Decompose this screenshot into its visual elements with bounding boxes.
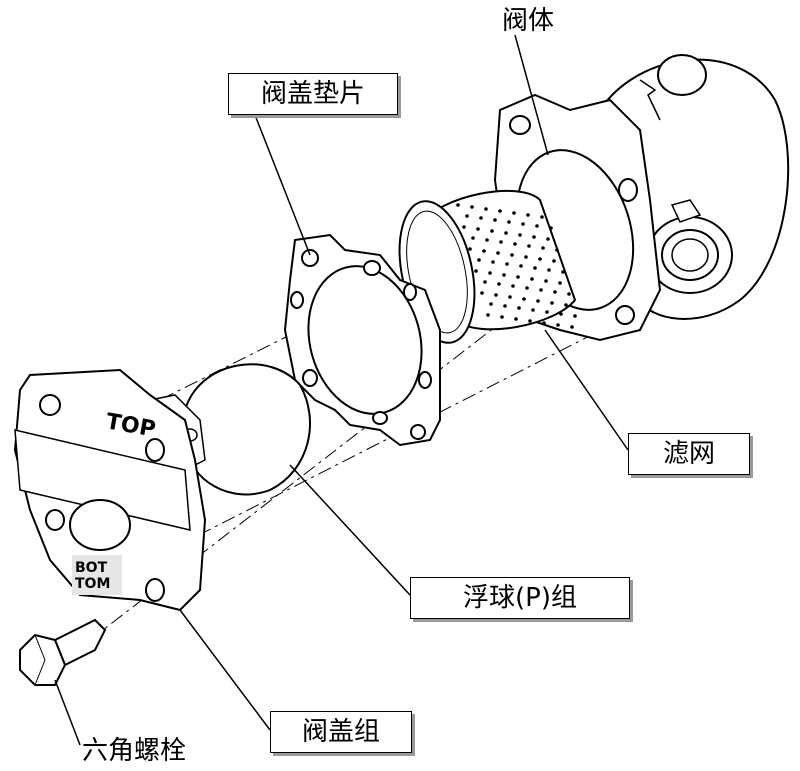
perforation-dot <box>465 214 469 218</box>
perforation-dot <box>500 315 504 319</box>
label-strainer: 滤网 <box>628 433 750 475</box>
perforation-dot <box>545 310 549 314</box>
perforation-dot <box>533 266 537 270</box>
perforation-dot <box>538 257 542 261</box>
perforation-dot <box>535 224 539 228</box>
perforation-dot <box>573 314 577 318</box>
perforation-dot <box>517 306 521 310</box>
strainer-perforations <box>456 203 577 329</box>
label-float-assembly: 浮球(P)组 <box>410 577 630 619</box>
valve-body <box>493 54 790 342</box>
leader-lines <box>54 34 629 746</box>
perforation-dot <box>480 291 484 295</box>
perforation-dot <box>539 288 543 292</box>
perforation-dot <box>541 246 545 250</box>
perforation-dot <box>474 269 478 273</box>
perforation-dot <box>567 292 571 296</box>
perforation-dot <box>512 211 516 215</box>
perforation-dot <box>516 275 520 279</box>
perforation-dot <box>490 229 494 233</box>
perforation-dot <box>504 231 508 235</box>
perforation-dot <box>532 235 536 239</box>
perforation-dot <box>482 249 486 253</box>
perforation-dot <box>549 226 553 230</box>
perforation-dot <box>456 203 460 207</box>
perforation-dot <box>536 299 540 303</box>
perforation-dot <box>528 319 532 323</box>
valve-cover: TOP BOT TOM <box>13 368 207 612</box>
perforation-dot <box>524 255 528 259</box>
label-hex-bolt: 六角螺栓 <box>82 736 187 766</box>
perforation-dot <box>462 225 466 229</box>
perforation-dot <box>510 253 514 257</box>
perforation-dot <box>550 301 554 305</box>
perforation-dot <box>476 227 480 231</box>
perforation-dot <box>470 205 474 209</box>
perforation-dot <box>497 282 501 286</box>
perforation-dot <box>525 286 529 290</box>
perforation-dot <box>530 277 534 281</box>
perforation-dot <box>468 247 472 251</box>
perforation-dot <box>485 238 489 242</box>
perforation-dot <box>518 233 522 237</box>
perforation-dot <box>556 323 560 327</box>
perforation-dot <box>494 293 498 297</box>
perforation-dot <box>527 244 531 248</box>
perforation-dot <box>570 325 574 329</box>
perforation-dot <box>564 303 568 307</box>
perforation-dot <box>531 308 535 312</box>
perforation-dot <box>526 213 530 217</box>
perforation-dot <box>486 313 490 317</box>
perforation-dot <box>502 273 506 277</box>
perforation-dot <box>479 216 483 220</box>
perforation-dot <box>477 258 481 262</box>
perforation-dot <box>508 295 512 299</box>
perforation-dot <box>546 237 550 241</box>
perforation-dot <box>544 279 548 283</box>
perforation-dot <box>553 290 557 294</box>
perforation-dot <box>559 312 563 316</box>
bottom-marking-line1: BOT <box>75 560 108 576</box>
perforation-dot <box>511 284 515 288</box>
perforation-dot <box>507 220 511 224</box>
cover-gasket <box>283 233 441 447</box>
perforation-dot <box>547 268 551 272</box>
perforation-dot <box>558 281 562 285</box>
perforation-dot <box>488 271 492 275</box>
perforation-dot <box>503 304 507 308</box>
hex-bolt <box>19 618 107 686</box>
perforation-dot <box>514 317 518 321</box>
perforation-dot <box>540 215 544 219</box>
perforation-dot <box>513 242 517 246</box>
perforation-dot <box>505 262 509 266</box>
label-cover-gasket: 阀盖垫片 <box>228 73 398 115</box>
perforation-dot <box>542 321 546 325</box>
perforation-dot <box>496 251 500 255</box>
label-valve-body: 阀体 <box>502 6 555 36</box>
perforation-dot <box>493 218 497 222</box>
perforation-dot <box>491 260 495 264</box>
perforation-dot <box>552 259 556 263</box>
perforation-dot <box>521 222 525 226</box>
bottom-marking-line2: TOM <box>75 576 110 592</box>
perforation-dot <box>519 264 523 268</box>
perforation-dot <box>561 270 565 274</box>
perforation-dot <box>471 236 475 240</box>
perforation-dot <box>522 297 526 301</box>
perforation-dot <box>484 207 488 211</box>
label-cover-assembly: 阀盖组 <box>270 711 412 753</box>
perforation-dot <box>483 280 487 284</box>
perforation-dot <box>498 209 502 213</box>
perforation-dot <box>499 240 503 244</box>
perforation-dot <box>489 302 493 306</box>
perforation-dot <box>555 248 559 252</box>
